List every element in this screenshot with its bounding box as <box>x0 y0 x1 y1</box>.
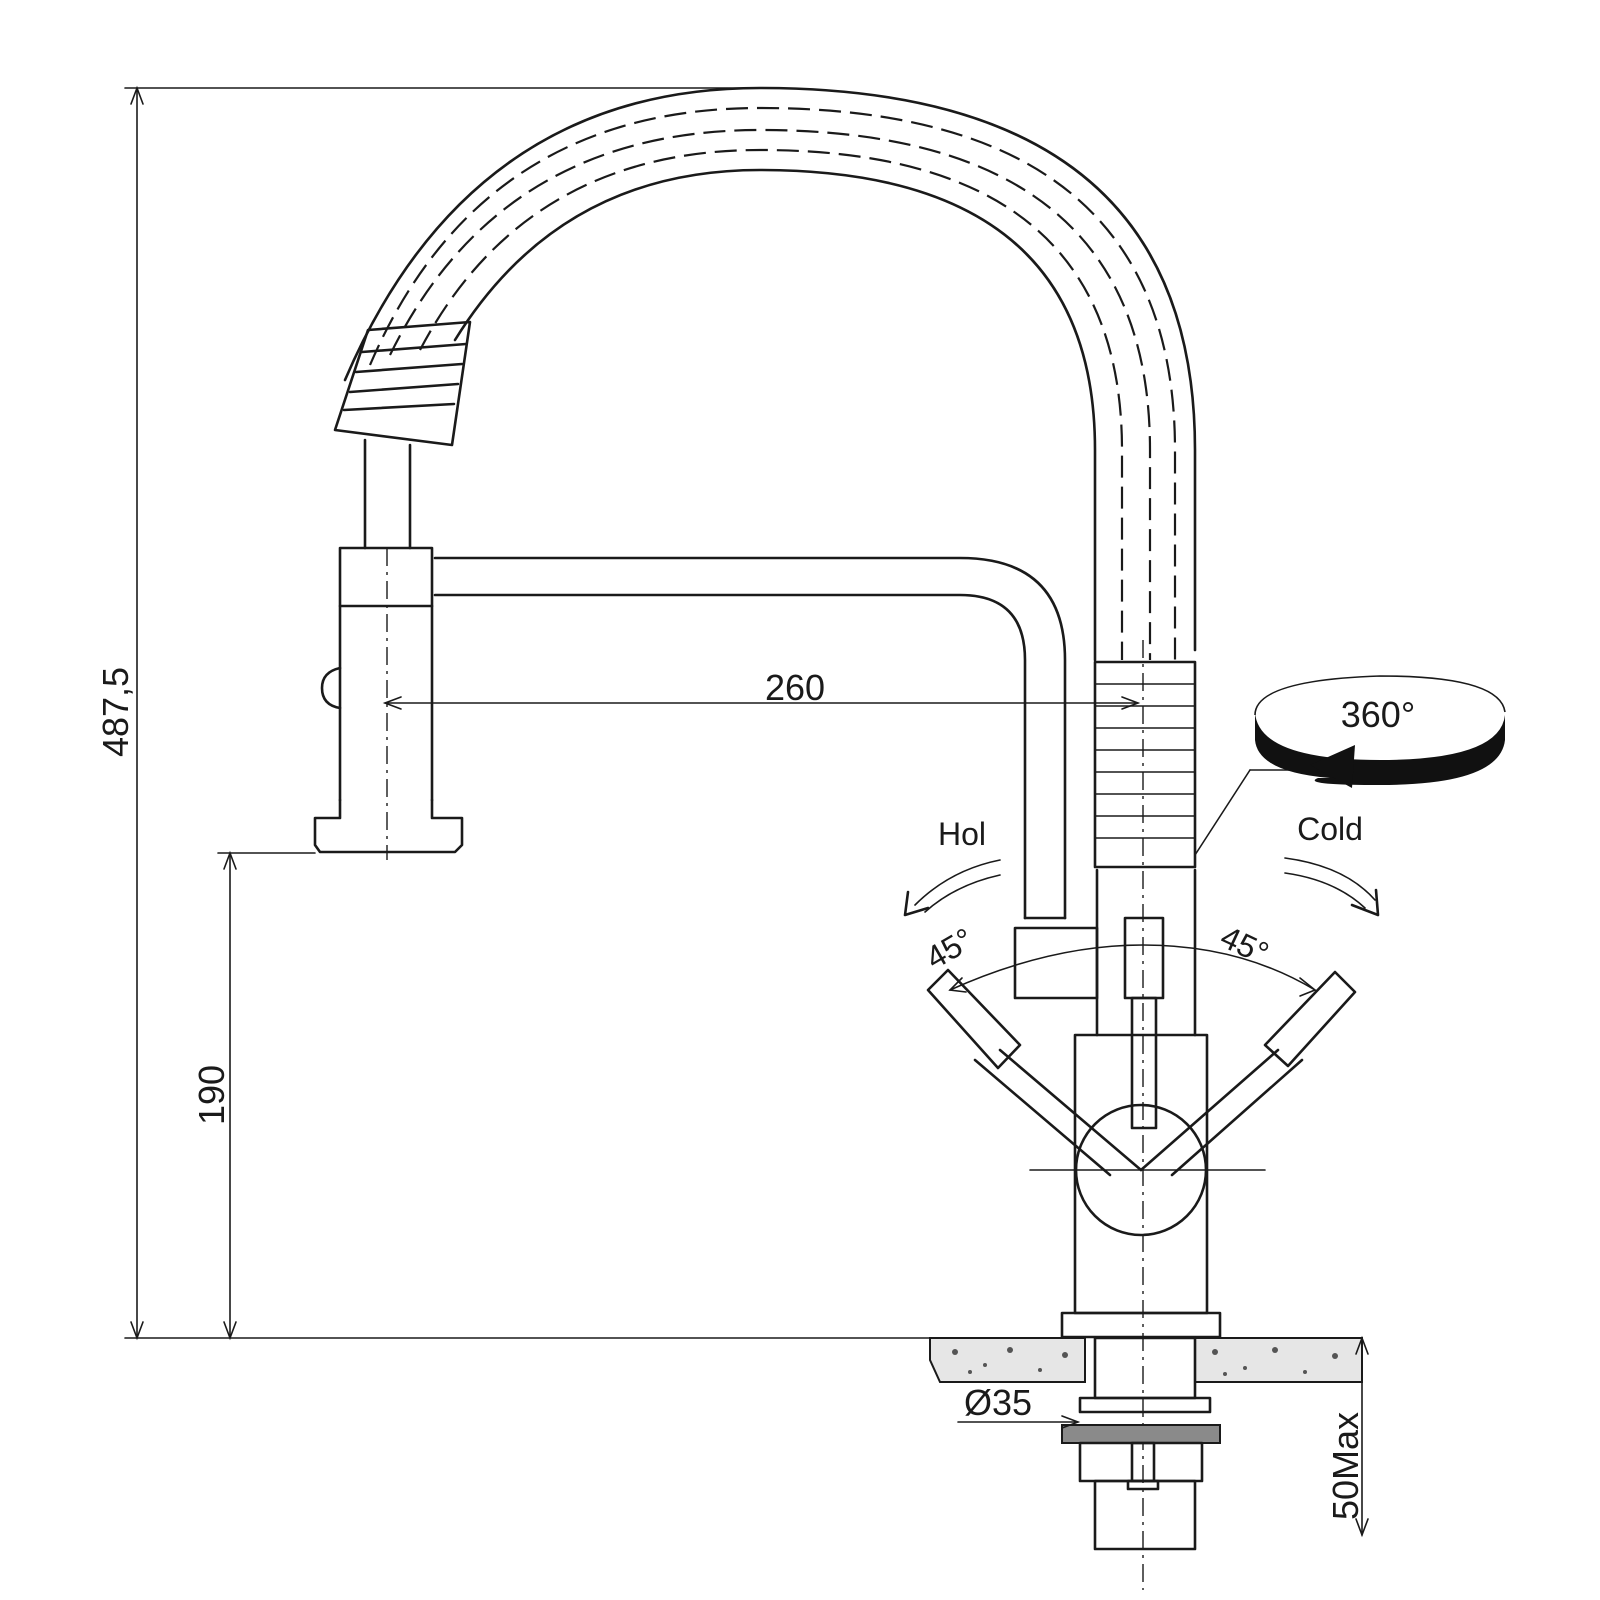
spray-head <box>333 320 472 550</box>
dimension-spout-height: 190 <box>191 850 316 1341</box>
angle-arc: 45° 45° <box>920 918 1317 997</box>
hole-diameter-label: Ø35 <box>964 1382 1032 1423</box>
mounting-hardware <box>1061 1336 1221 1551</box>
rotation-label: 360° <box>1341 694 1415 735</box>
filter-outlet <box>313 546 464 860</box>
total-height-label: 487,5 <box>95 667 136 757</box>
hot-arrow-group: Hol <box>903 816 1001 917</box>
hot-arrow-icon <box>914 859 1001 906</box>
reach-label: 260 <box>765 667 825 708</box>
spout-height-label: 190 <box>191 1065 232 1125</box>
lever-hot <box>926 968 1143 1177</box>
rotation-360-group: 360° <box>1194 675 1506 856</box>
hot-angle-label: 45° <box>920 921 980 976</box>
dimension-total-height: 487,5 <box>95 85 941 1341</box>
gooseneck-spout <box>343 86 1197 662</box>
dimension-reach: 260 <box>382 667 1141 710</box>
cold-label: Cold <box>1297 811 1363 847</box>
hose-spring <box>1093 640 1197 1590</box>
hot-label: Hol <box>938 816 986 852</box>
counter-thickness-label: 50Max <box>1325 1412 1366 1520</box>
cold-arrow-group: Cold <box>1284 811 1380 917</box>
lever-cold <box>1139 970 1357 1177</box>
outlet-button <box>320 666 342 710</box>
filter-spout-arm <box>433 556 1067 920</box>
countertop-right <box>1194 1337 1363 1383</box>
faucet-body <box>1013 868 1266 1339</box>
countertop-left <box>929 1337 1086 1383</box>
cold-angle-label: 45° <box>1215 918 1274 971</box>
dimension-counter-thickness: 50Max <box>1325 1335 1369 1538</box>
cold-arrow-icon <box>1284 857 1376 901</box>
dimension-hole: Ø35 <box>957 1382 1081 1429</box>
